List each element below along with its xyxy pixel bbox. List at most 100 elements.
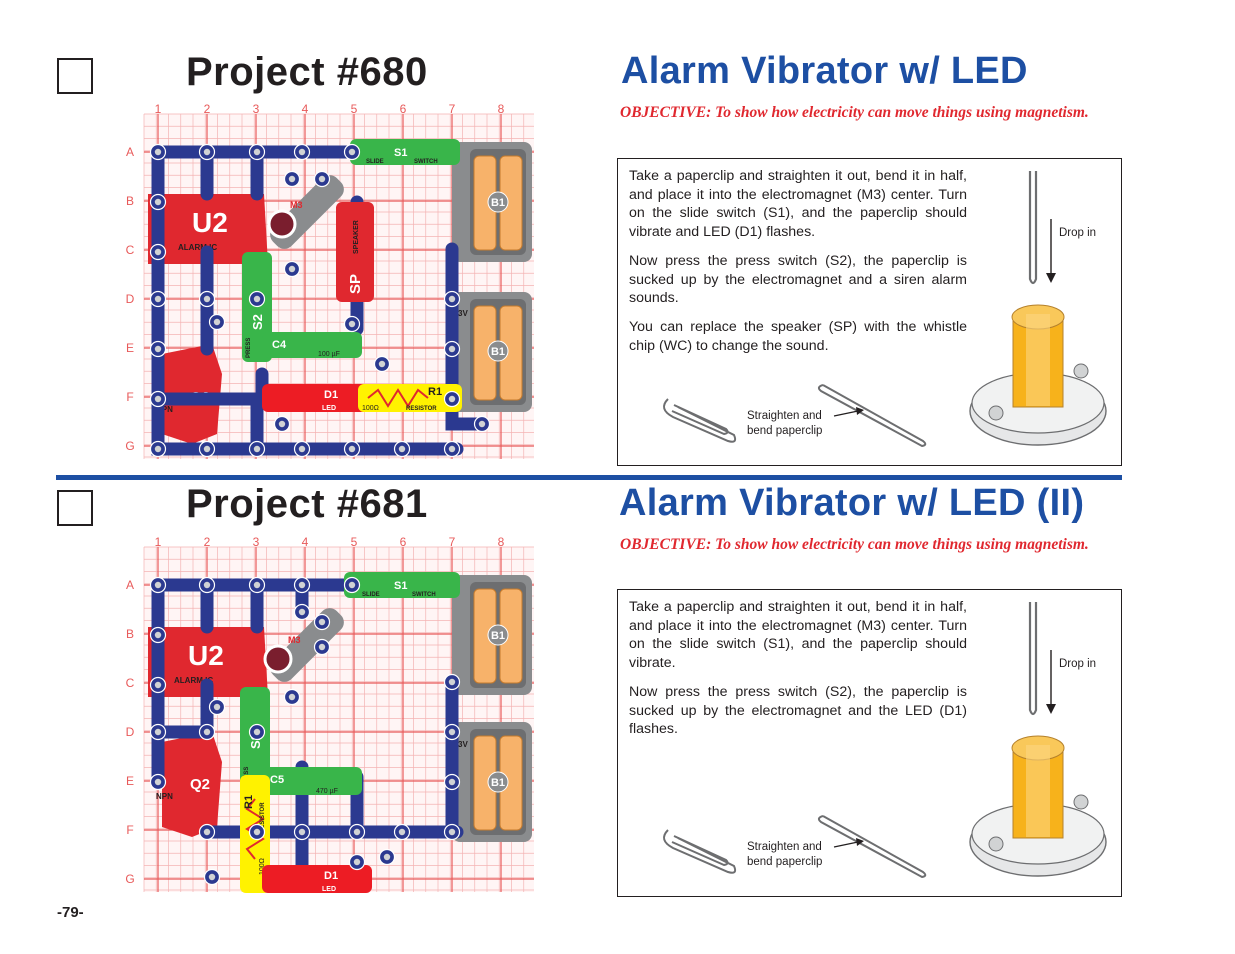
snap-point <box>248 143 266 161</box>
electromagnet-icon <box>969 304 1107 446</box>
c4-label: C4 <box>272 339 287 351</box>
snap-point <box>313 613 331 631</box>
project-680-number: Project #680 <box>186 50 428 94</box>
c4-capacitor: C4 100 µF <box>262 332 362 358</box>
grid-row-label: B <box>126 194 134 208</box>
grid-column-label: 5 <box>351 537 358 549</box>
down-arrow-icon <box>1046 650 1056 714</box>
project-681-checkbox[interactable] <box>57 490 93 526</box>
electromagnet-icon <box>969 735 1107 877</box>
instruction-paragraph: Now press the press switch (S2), the pap… <box>629 252 967 307</box>
u2-label: U2 <box>192 207 228 238</box>
sp-speaker: SP SPEAKER <box>336 202 374 302</box>
snap-point <box>393 440 411 458</box>
project-680-instructions-box: Take a paperclip and straighten it out, … <box>617 158 1122 466</box>
led-label: LED <box>322 405 336 412</box>
grid-row-label: B <box>126 627 134 641</box>
snap-point <box>149 773 167 791</box>
snap-points <box>149 143 491 458</box>
d1-label: D1 <box>324 389 338 401</box>
alarm-ic-label: ALARM IC <box>174 676 213 685</box>
snap-point <box>443 723 461 741</box>
v3-label: 3V <box>458 309 468 318</box>
battery-holder-lower: B1 3V <box>452 722 532 842</box>
sp-label: SP <box>347 274 364 294</box>
slide-label: SLIDE <box>362 592 380 598</box>
r1-label: R1 <box>243 795 255 809</box>
grid-row-label: D <box>126 292 135 306</box>
snap-point <box>443 440 461 458</box>
snap-point <box>149 290 167 308</box>
paperclip-icon <box>663 398 737 443</box>
project-681-number: Project #681 <box>186 482 428 526</box>
snap-point <box>198 440 216 458</box>
snap-point <box>248 290 266 308</box>
project-681-instructions-box: Take a paperclip and straighten it out, … <box>617 589 1122 897</box>
grid-column-label: 2 <box>204 104 211 116</box>
r1-resistor: R1 100Ω RESISTOR <box>358 384 462 412</box>
snap-point <box>248 576 266 594</box>
grid-column-label: 2 <box>204 537 211 549</box>
resistor-label: RESISTOR <box>406 406 437 412</box>
snap-point <box>313 170 331 188</box>
snap-point <box>293 576 311 594</box>
section-divider <box>56 475 1122 480</box>
grid-row-label: C <box>126 676 135 690</box>
snap-point <box>198 823 216 841</box>
snap-point <box>283 688 301 706</box>
instruction-paragraph: Take a paperclip and straighten it out, … <box>629 168 967 241</box>
grid-column-label: 3 <box>253 104 260 116</box>
project-680-objective: OBJECTIVE: To show how electricity can m… <box>620 104 1089 121</box>
project-681-instructions: Take a paperclip and straighten it out, … <box>629 598 967 749</box>
battery-holder-upper: B1 <box>452 142 532 262</box>
v3-label: 3V <box>458 740 468 749</box>
grid-row-label: G <box>125 872 134 886</box>
grid-row-label: C <box>126 243 135 257</box>
snap-point <box>149 626 167 644</box>
snap-point <box>149 193 167 211</box>
snap-point <box>248 823 266 841</box>
down-arrow-icon <box>1046 219 1056 283</box>
grid-row-label: E <box>126 341 134 355</box>
s1-label: S1 <box>394 147 407 159</box>
snap-point <box>443 290 461 308</box>
project-680-checkbox[interactable] <box>57 58 93 94</box>
straight-paperclip-icon <box>1028 171 1038 285</box>
switch-label: SWITCH <box>414 159 438 165</box>
snap-point <box>198 290 216 308</box>
paperclip-label-line1: Straighten and <box>747 841 822 853</box>
grid-column-label: 1 <box>155 104 162 116</box>
instruction-paragraph: Take a paperclip and straighten it out, … <box>629 599 967 672</box>
led-label: LED <box>322 886 336 893</box>
snap-point <box>149 243 167 261</box>
paperclip-label-line2: bend paperclip <box>747 425 823 437</box>
straight-paperclip-icon <box>1028 602 1038 716</box>
snap-point <box>348 853 366 871</box>
bent-paperclip-icon <box>817 815 927 879</box>
snap-point <box>293 603 311 621</box>
grid-row-label: F <box>126 823 133 837</box>
snap-point <box>248 440 266 458</box>
project-681-objective: OBJECTIVE: To show how electricity can m… <box>620 536 1089 553</box>
drop-in-label: Drop in <box>1059 658 1097 670</box>
d1-led: D1 LED <box>262 384 372 412</box>
snap-point <box>149 723 167 741</box>
instruction-paragraph: You can replace the speaker (SP) with th… <box>629 318 967 354</box>
m3-electromagnet: M3 <box>267 175 344 249</box>
switch-label: SWITCH <box>412 592 436 598</box>
slide-label: SLIDE <box>366 159 384 165</box>
grid-column-label: 7 <box>449 104 456 116</box>
drop-in-label: Drop in <box>1059 227 1097 239</box>
b1-label-lower: B1 <box>491 777 505 789</box>
b1-label: B1 <box>491 630 505 642</box>
grid-row-label: A <box>126 578 134 592</box>
s1-slide-switch: S1 SLIDE SWITCH <box>350 139 460 165</box>
grid-row-label: F <box>126 390 133 404</box>
npn-label: NPN <box>156 405 173 414</box>
c5-label: C5 <box>270 774 284 786</box>
q2-transistor: Q2 NPN <box>156 732 222 837</box>
grid-column-label: 6 <box>400 104 407 116</box>
